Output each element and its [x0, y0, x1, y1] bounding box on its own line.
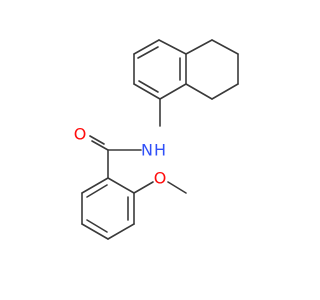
bond [185, 83, 213, 100]
bond [138, 80, 159, 93]
carbonyl-oxygen-label: O [74, 125, 87, 144]
bond [211, 39, 239, 55]
amide-hydrogen-label: H [154, 141, 166, 160]
bond [159, 83, 187, 100]
bond [158, 39, 187, 55]
bond [211, 83, 239, 100]
bond [86, 219, 108, 233]
structure-canvas: O N H O [74, 39, 239, 240]
bond [107, 177, 135, 194]
bond [185, 39, 213, 55]
bond [137, 46, 159, 59]
bond [81, 223, 109, 240]
bond [133, 83, 161, 100]
bond [89, 135, 105, 145]
bond [167, 181, 187, 194]
bond [91, 140, 109, 151]
ether-oxygen-label: O [154, 169, 167, 188]
bond [81, 177, 109, 194]
bond [86, 184, 108, 198]
bond [107, 223, 135, 240]
bond [133, 181, 154, 194]
molecule-drawing: O N H O [74, 39, 239, 240]
amide-nitrogen-label: N [141, 141, 153, 160]
atom-labels: O N H O [74, 125, 167, 188]
bonds [81, 39, 239, 240]
bond [133, 39, 160, 55]
